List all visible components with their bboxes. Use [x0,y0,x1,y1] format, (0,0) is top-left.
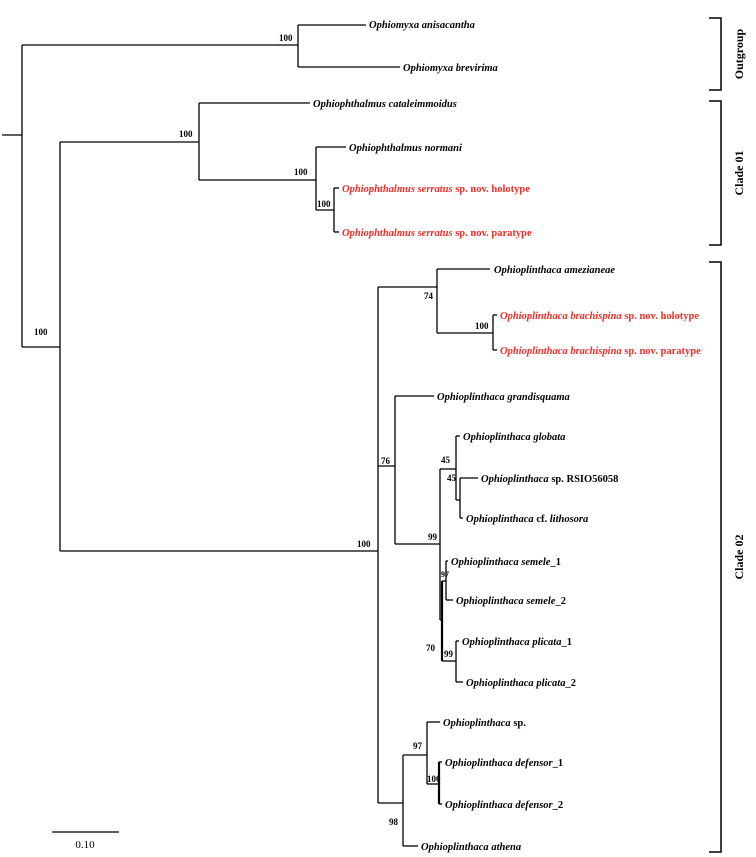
support-amez-brach: 74 [424,291,434,301]
taxon-label-new-species: Ophioplinthaca brachispina sp. nov. para… [500,346,701,357]
taxon-label: Ophioplinthaca defensor_1 [445,758,563,769]
taxon-label: Ophioplinthaca plicata_2 [466,678,576,689]
support-athena-group: 98 [389,817,399,827]
clade-label-clade02: Clade 02 [732,535,746,580]
support-ingroup: 100 [34,327,48,337]
support-ophiophthalmus: 100 [179,129,193,139]
clade-label-clade01: Clade 01 [732,151,746,196]
support-defensor: 100 [427,774,441,784]
support-ophiomyxa: 100 [279,33,293,43]
taxon-label: Ophioplinthaca athena [421,842,521,853]
bracket-clade02 [709,261,722,853]
tip-labels: Ophiomyxa anisacantha Ophiomyxa brevirim… [313,20,701,853]
taxon-label: Ophioplinthaca grandisquama [437,392,570,403]
support-globata-sub: 45 [441,455,451,465]
taxon-label: Ophioplinthaca cf. lithosora [466,514,588,525]
bracket-clade01 [709,100,722,246]
taxon-label: Ophiophthalmus normani [349,143,462,154]
taxon-label: Ophiomyxa anisacantha [369,20,475,31]
taxon-label: Ophioplinthaca semele_1 [451,557,561,568]
support-semele-plicata: 70 [426,643,436,653]
support-core: 76 [381,456,391,466]
taxon-label: Ophioplinthaca sp. RSIO56058 [481,474,618,485]
taxon-label: Ophioplinthaca globata [463,432,565,443]
support-brachispina: 100 [475,321,489,331]
clade-label-outgroup: Outgroup [732,28,746,79]
taxon-label-new-species: Ophioplinthaca brachispina sp. nov. holo… [500,311,699,322]
taxon-label: Ophioplinthaca plicata_1 [462,637,572,648]
tree-branches [2,24,497,847]
support-serratus: 100 [317,199,331,209]
support-rsio-lith: 45 [447,473,457,483]
taxon-label: Ophioplinthaca sp. [443,718,526,729]
support-normani-serratus: 100 [294,167,308,177]
support-ophioplinthaca: 100 [357,539,371,549]
scale-bar-label: 0.10 [75,839,95,851]
support-globata-group: 99 [428,532,438,542]
taxon-label: Ophiomyxa brevirima [403,63,498,74]
taxon-label-new-species: Ophiophthalmus serratus sp. nov. paratyp… [342,228,532,239]
support-semele: 97 [441,570,449,579]
taxon-label-new-species: Ophiophthalmus serratus sp. nov. holotyp… [342,184,530,195]
taxon-label: Ophiophthalmus cataleimmoidus [313,99,457,110]
taxon-label: Ophioplinthaca amezianeae [494,265,615,276]
scale-bar: 0.10 [52,831,119,851]
support-plicata: 99 [444,649,454,659]
taxon-label: Ophioplinthaca semele_2 [456,596,566,607]
support-defensor-group: 97 [413,741,423,751]
bracket-outgroup [709,17,722,91]
support-values: 100 100 100 100 100 100 74 100 76 99 45 … [34,33,489,827]
clade-brackets: Outgroup Clade 01 Clade 02 [709,17,746,853]
taxon-label: Ophioplinthaca defensor_2 [445,800,563,811]
